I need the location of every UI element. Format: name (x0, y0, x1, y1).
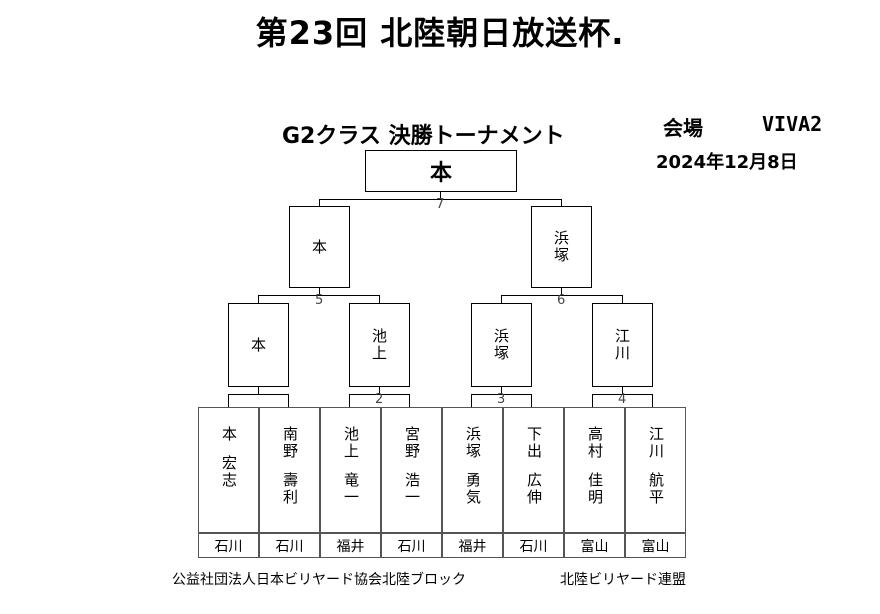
bracket-line (228, 394, 229, 407)
bracket-line (531, 394, 532, 407)
bracket-line (592, 394, 593, 407)
match-number: 5 (315, 293, 324, 308)
semi-box: 池上 (349, 303, 410, 387)
player-cell: 本 宏志 (198, 407, 259, 533)
player-prefecture: 福井 (442, 533, 503, 558)
match-number: 6 (557, 293, 566, 308)
venue-value: VIVA2 (762, 112, 823, 136)
player-prefecture: 石川 (503, 533, 564, 558)
bracket-line (258, 387, 259, 395)
player-cell: 高村 佳明 (564, 407, 625, 533)
player-last-name: 高村 (586, 426, 604, 460)
bracket-line (258, 295, 259, 303)
player-last-name: 下出 (525, 426, 543, 460)
bracket-line (319, 199, 562, 200)
player-last-name: 池上 (342, 426, 360, 460)
bracket-line (440, 192, 441, 200)
bracket-line (349, 394, 410, 395)
player-cell: 南野 壽利 (259, 407, 320, 533)
bracket-line (501, 295, 502, 303)
bracket-line (409, 394, 410, 407)
bracket-line (319, 199, 320, 206)
semi-box: 本 (228, 303, 289, 387)
player-first-name: 広伸 (525, 472, 543, 506)
player-first-name: 勇気 (464, 472, 482, 506)
event-date: 2024年12月8日 (656, 152, 798, 173)
bracket-line (592, 394, 653, 395)
semi-box: 江川 (592, 303, 653, 387)
finalist-right-name: 浜塚 (552, 230, 570, 264)
champion-box: 本 (365, 150, 517, 192)
footer-organizer: 公益社団法人日本ビリヤード協会北陸ブロック (172, 572, 466, 588)
bracket-line (379, 387, 380, 395)
bracket-line (258, 295, 380, 296)
match-number: 4 (618, 392, 627, 407)
bracket-line (561, 288, 562, 296)
footer-federation: 北陸ビリヤード連盟 (560, 572, 686, 588)
player-cell: 宮野 浩一 (381, 407, 442, 533)
player-first-name: 壽利 (281, 472, 299, 506)
match-number: 3 (497, 392, 506, 407)
player-prefecture: 石川 (198, 533, 259, 558)
bracket-line (319, 288, 320, 296)
player-first-name: 宏志 (220, 455, 238, 489)
player-first-name: 浩一 (403, 472, 421, 506)
semi-name: 本 (249, 336, 267, 354)
match-number: 7 (436, 197, 445, 212)
bracket-line (228, 394, 289, 395)
player-prefecture: 福井 (320, 533, 381, 558)
semi-name: 江川 (613, 328, 631, 362)
finalist-left-box: 本 (289, 206, 350, 288)
bracket-line (501, 295, 623, 296)
bracket-line (501, 387, 502, 395)
bracket-line (622, 387, 623, 395)
bracket-line (349, 394, 350, 407)
player-first-name: 航平 (647, 472, 665, 506)
player-first-name: 佳明 (586, 472, 604, 506)
finalist-left-name: 本 (310, 238, 328, 256)
player-prefecture: 富山 (564, 533, 625, 558)
bracket-line (652, 394, 653, 407)
player-cell: 江川 航平 (625, 407, 686, 533)
semi-name: 浜塚 (492, 328, 510, 362)
page-title: 第23回 北陸朝日放送杯. (255, 14, 625, 52)
bracket-line (288, 394, 289, 407)
player-first-name: 竜一 (342, 472, 360, 506)
bracket-line (561, 199, 562, 206)
bracket-line (471, 394, 472, 407)
bracket-line (379, 295, 380, 303)
player-prefecture: 石川 (259, 533, 320, 558)
player-cell: 浜塚 勇気 (442, 407, 503, 533)
player-prefecture: 富山 (625, 533, 686, 558)
player-last-name: 本 (220, 426, 238, 443)
semi-name: 池上 (370, 328, 388, 362)
semi-box: 浜塚 (471, 303, 532, 387)
tournament-subtitle: G2クラス 決勝トーナメント (282, 124, 565, 149)
player-prefecture: 石川 (381, 533, 442, 558)
bracket-line (622, 295, 623, 303)
match-number: 2 (375, 392, 384, 407)
player-last-name: 南野 (281, 426, 299, 460)
bracket-line (471, 394, 532, 395)
player-last-name: 江川 (647, 426, 665, 460)
player-last-name: 宮野 (403, 426, 421, 460)
champion-name: 本 (429, 161, 452, 186)
finalist-right-box: 浜塚 (531, 206, 592, 288)
player-last-name: 浜塚 (464, 426, 482, 460)
player-cell: 下出 広伸 (503, 407, 564, 533)
player-cell: 池上 竜一 (320, 407, 381, 533)
venue-label: 会場 (663, 116, 703, 140)
